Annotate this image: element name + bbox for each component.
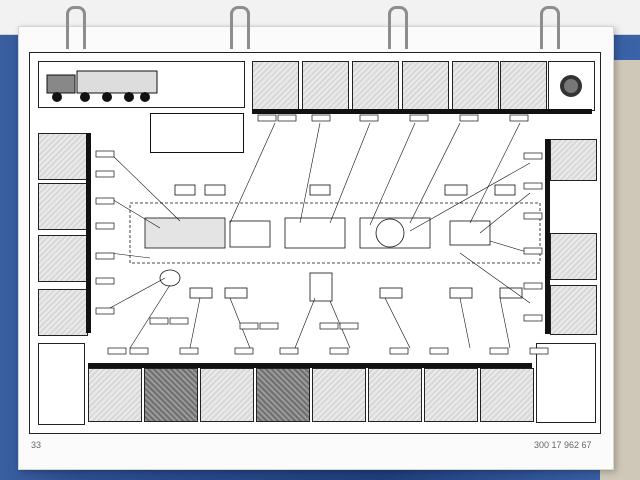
wiring-diagram-sheet: [29, 52, 601, 434]
document-code: 300 17 962 67: [534, 440, 592, 450]
binder-ring-3: [388, 6, 408, 49]
legend-box: [150, 113, 244, 153]
tatra-logo-icon: [560, 75, 582, 97]
component-photo-bottom-4: [256, 368, 310, 422]
truck-icon: [46, 70, 158, 102]
component-photo-right-2: [550, 233, 597, 280]
component-photo-top-1: [252, 61, 299, 111]
truck-illustration-box: [38, 61, 245, 108]
component-photo-bottom-8: [480, 368, 534, 422]
bottom-bus-bar: [88, 363, 532, 368]
component-photo-right-3: [550, 285, 597, 335]
bottom-left-legend-box: [38, 343, 85, 425]
page-number: 33: [31, 440, 42, 450]
component-photo-bottom-7: [424, 368, 478, 422]
component-photo-left-1: [38, 133, 88, 180]
component-photo-bottom-2: [144, 368, 198, 422]
binder-ring-2: [230, 6, 250, 49]
component-photo-bottom-3: [200, 368, 254, 422]
component-photo-top-6: [500, 61, 547, 111]
component-photo-right-1: [550, 139, 597, 181]
tatra-logo-cell: [548, 61, 595, 111]
component-photo-bottom-1: [88, 368, 142, 422]
component-photo-left-3: [38, 235, 88, 282]
left-bus-bar: [86, 133, 91, 333]
bottom-right-legend-box: [536, 343, 596, 423]
right-bus-bar: [545, 139, 550, 334]
component-photo-bottom-6: [368, 368, 422, 422]
component-photo-left-4: [38, 289, 88, 336]
manual-page: 33 300 17 962 67: [18, 26, 614, 470]
component-photo-top-2: [302, 61, 349, 111]
top-bus-bar: [252, 109, 592, 114]
component-photo-bottom-5: [312, 368, 366, 422]
component-photo-left-2: [38, 183, 88, 230]
chassis-schematic: [95, 114, 549, 355]
component-photo-top-4: [402, 61, 449, 111]
binder-ring-1: [66, 6, 86, 49]
binder-ring-4: [540, 6, 560, 49]
